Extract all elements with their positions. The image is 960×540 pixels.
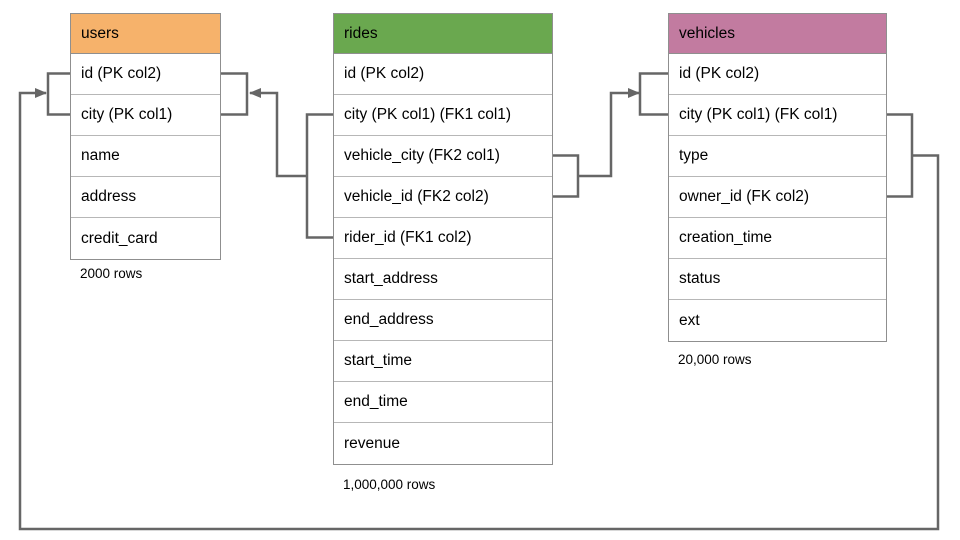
table-vehicles: vehicles id (PK col2) city (PK col1) (FK… (668, 13, 887, 342)
fk-vehicles-to-users-connector (18, 72, 940, 531)
table-row: owner_id (FK col2) (669, 177, 886, 218)
table-row: vehicle_city (FK2 col1) (334, 136, 552, 177)
vehicles-row-count-label: 20,000 rows (678, 352, 752, 367)
rides-fk1-bracket (305, 113, 333, 239)
fk1-rides-to-users-connector (221, 72, 333, 239)
vehicles-fk-bracket (887, 113, 914, 198)
table-row: start_time (334, 341, 552, 382)
table-row: city (PK col1) (71, 95, 220, 136)
table-row: type (669, 136, 886, 177)
table-users: users id (PK col2) city (PK col1) name a… (70, 13, 221, 260)
table-row: credit_card (71, 218, 220, 259)
users-left-pk-bracket (46, 72, 70, 116)
table-row: revenue (334, 423, 552, 464)
table-row: end_time (334, 382, 552, 423)
table-row: ext (669, 300, 886, 341)
users-row-count-label: 2000 rows (80, 266, 143, 281)
table-row: start_address (334, 259, 552, 300)
table-row: vehicle_id (FK2 col2) (334, 177, 552, 218)
users-right-pk-bracket (221, 72, 249, 116)
rides-to-vehicles-arrow-line (578, 88, 640, 178)
table-header-vehicles: vehicles (669, 14, 886, 54)
table-row: id (PK col2) (669, 54, 886, 95)
table-header-users: users (71, 14, 220, 54)
rides-fk2-bracket (553, 154, 580, 198)
fk2-rides-to-vehicles-connector (553, 72, 668, 198)
table-row: end_address (334, 300, 552, 341)
vehicles-to-users-arrow-line (18, 88, 940, 531)
table-row: creation_time (669, 218, 886, 259)
table-header-rides: rides (334, 14, 552, 54)
vehicles-left-pk-bracket (638, 72, 668, 116)
table-row: id (PK col2) (334, 54, 552, 95)
table-row: name (71, 136, 220, 177)
rides-to-users-arrow-line (249, 88, 307, 178)
table-row: id (PK col2) (71, 54, 220, 95)
rides-row-count-label: 1,000,000 rows (343, 477, 436, 492)
table-rides: rides id (PK col2) city (PK col1) (FK1 c… (333, 13, 553, 465)
table-row: rider_id (FK1 col2) (334, 218, 552, 259)
table-row: city (PK col1) (FK1 col1) (334, 95, 552, 136)
table-row: city (PK col1) (FK col1) (669, 95, 886, 136)
table-row: address (71, 177, 220, 218)
table-row: status (669, 259, 886, 300)
